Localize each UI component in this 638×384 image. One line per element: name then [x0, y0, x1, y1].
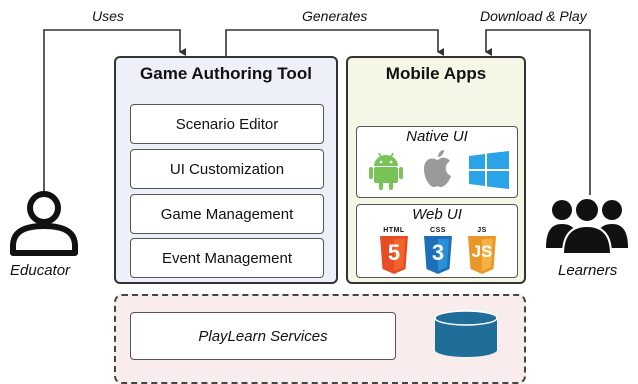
mobile-apps-panel: Mobile Apps Native UI We [346, 56, 526, 284]
learners-icon [546, 197, 628, 255]
playlearn-services-label: PlayLearn Services [198, 327, 328, 345]
js-badge-text: JS [477, 227, 487, 234]
generates-label: Generates [302, 8, 368, 24]
javascript-icon: JS JS [467, 227, 497, 275]
css3-icon: CSS 3 [423, 227, 453, 275]
database-icon [434, 310, 498, 357]
html5-icon: HTML 5 [379, 227, 409, 275]
event-management-box: Event Management [130, 238, 324, 278]
uses-arrow [43, 29, 186, 195]
apple-icon [424, 150, 451, 187]
download-play-arrow [485, 29, 591, 195]
playlearn-services-box: PlayLearn Services [130, 312, 396, 360]
web-ui-title: Web UI [412, 206, 462, 223]
playlearn-services-panel: PlayLearn Services [114, 294, 526, 384]
web-ui-box: Web UI HTML 5 CSS 3 JS JS [356, 204, 518, 278]
android-icon [369, 152, 403, 190]
css3-number: 3 [431, 240, 445, 265]
windows-icon [469, 151, 509, 189]
js-number: JS [471, 242, 493, 261]
download-play-label: Download & Play [480, 8, 587, 24]
ui-customization-box: UI Customization [130, 149, 324, 189]
css3-badge-text: CSS [430, 227, 446, 234]
native-ui-box: Native UI [356, 126, 518, 198]
html5-number: 5 [387, 240, 401, 265]
authoring-tool-panel: Game Authoring Tool Scenario Editor UI C… [114, 56, 338, 284]
game-management-box: Game Management [130, 194, 324, 234]
mobile-apps-title: Mobile Apps [385, 64, 487, 83]
native-ui-title: Native UI [406, 128, 468, 145]
html5-badge-text: HTML [383, 227, 405, 234]
authoring-tool-title: Game Authoring Tool [140, 64, 312, 83]
uses-label: Uses [92, 8, 124, 24]
learners-label: Learners [558, 262, 618, 279]
educator-icon [10, 191, 78, 256]
generates-arrow [225, 29, 444, 56]
educator-label: Educator [10, 262, 71, 279]
connector-arrows [43, 29, 591, 195]
scenario-editor-box: Scenario Editor [130, 104, 324, 144]
